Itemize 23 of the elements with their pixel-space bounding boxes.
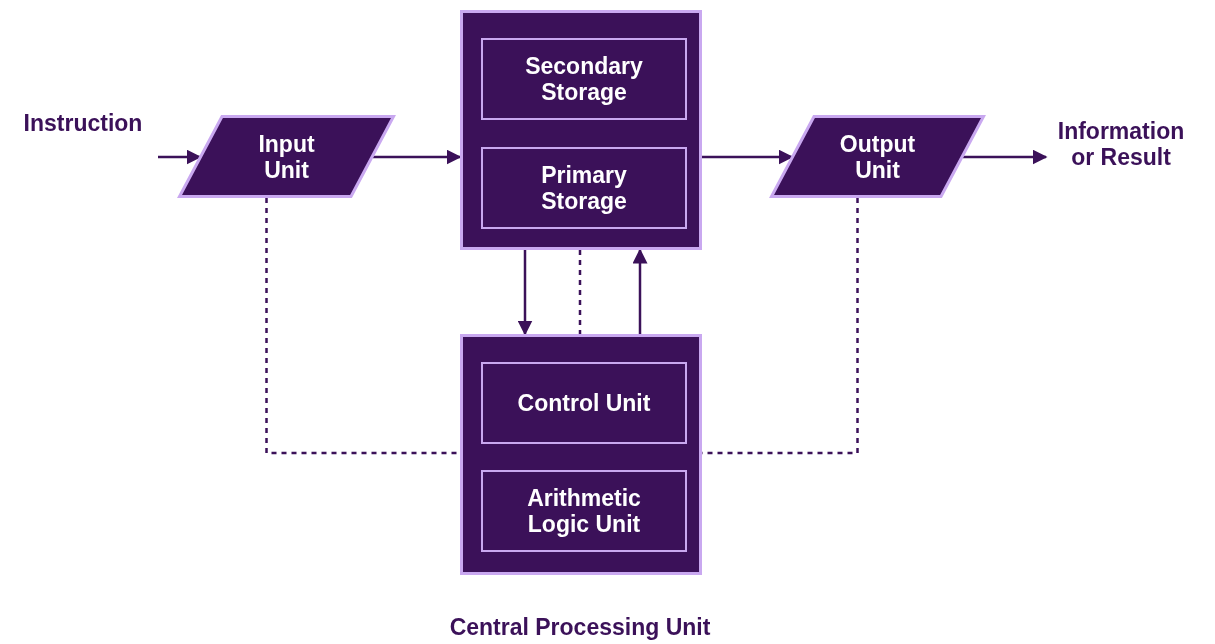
dashed-line xyxy=(265,198,460,455)
parallelogram xyxy=(770,115,985,198)
arrow xyxy=(963,149,1048,165)
caption: Central Processing Unit xyxy=(448,614,712,641)
node-label: Secondary Storage xyxy=(524,53,644,105)
parallelogram xyxy=(178,115,395,198)
arrow xyxy=(373,149,462,165)
arrow xyxy=(517,250,533,336)
unit-box xyxy=(481,38,687,120)
node-label: Primary Storage xyxy=(540,162,628,214)
memory-box xyxy=(460,10,702,250)
memory-box xyxy=(460,334,702,575)
arrow xyxy=(632,248,648,334)
unit-box xyxy=(481,362,687,444)
dashed-line xyxy=(578,250,582,334)
node-label: Control Unit xyxy=(517,390,651,416)
node-label: Input Unit xyxy=(257,130,316,183)
node-label: Output Unit xyxy=(838,130,917,183)
unit-box xyxy=(481,147,687,229)
unit-box xyxy=(481,470,687,552)
node-label: Instruction xyxy=(22,110,144,136)
node-label: Information or Result xyxy=(1056,118,1186,170)
node-label: Arithmetic Logic Unit xyxy=(526,485,642,537)
